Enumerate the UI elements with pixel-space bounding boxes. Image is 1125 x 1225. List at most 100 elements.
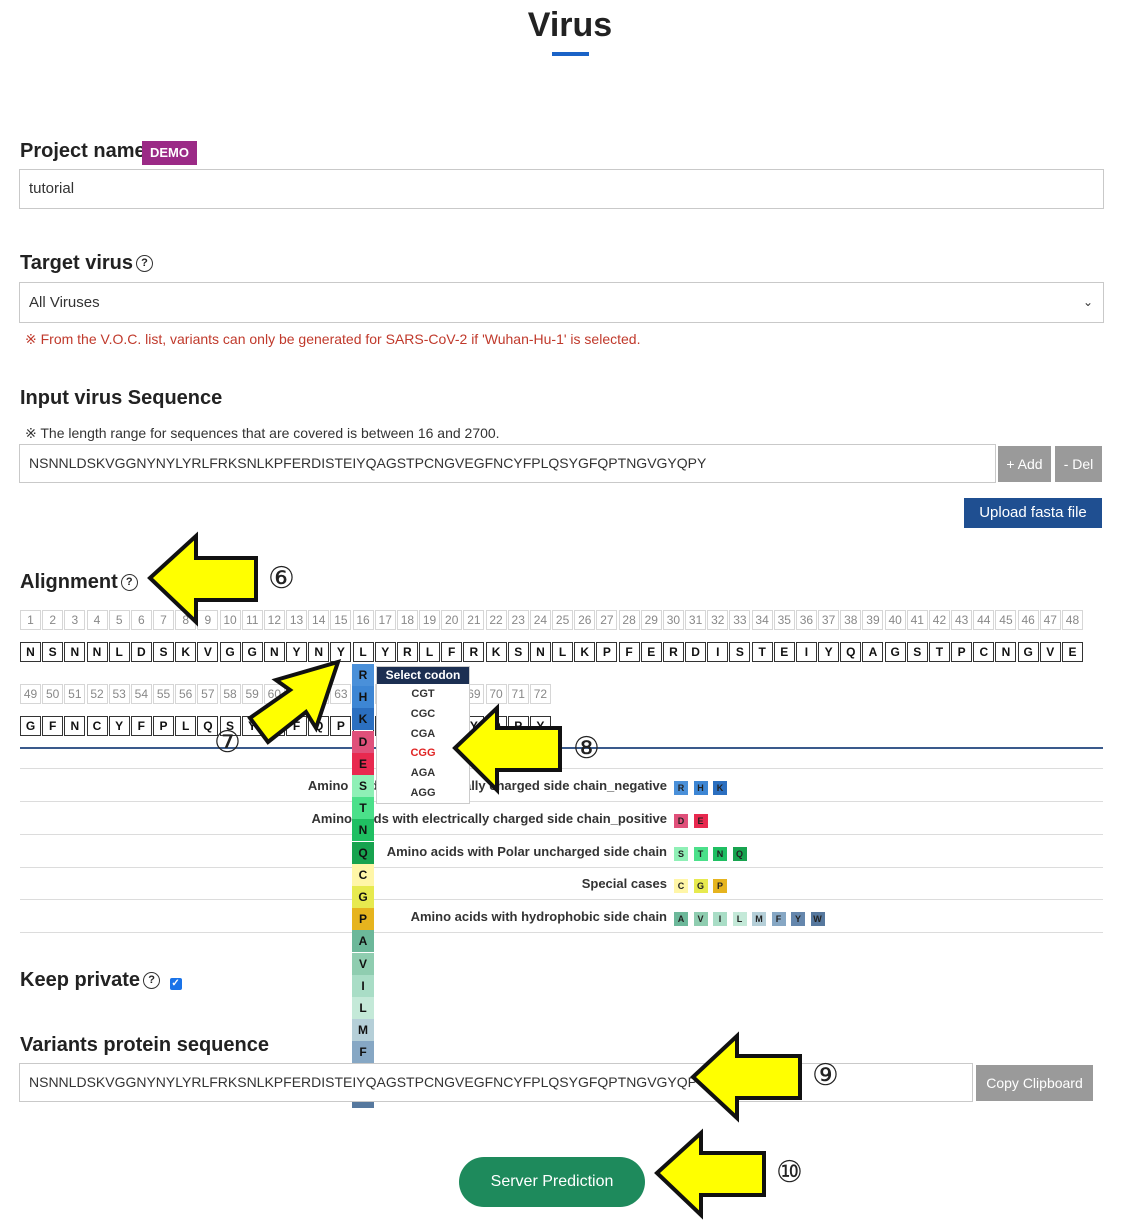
residue-cell[interactable]: Q [197,716,219,736]
residue-cell[interactable]: Y [330,642,352,662]
residue-cell[interactable]: F [618,642,640,662]
variants-sequence-field[interactable]: NSNNLDSKVGGNYNYLYRLFRKSNLKPFERDISTEIYQAG… [19,1063,973,1102]
codon-option[interactable]: CGA [410,727,436,740]
residue-cell[interactable]: S [906,642,928,662]
residue-cell[interactable]: C [973,642,995,662]
residue-cell[interactable]: A [862,642,884,662]
help-icon[interactable]: ? [143,972,161,989]
position-number: 7 [153,610,175,630]
residue-cell[interactable]: S [219,716,241,736]
residue-cell[interactable]: D [685,642,707,662]
residue-cell[interactable]: E [1061,642,1083,662]
project-name-input[interactable]: tutorial [19,169,1104,209]
residue-cell[interactable]: F [42,716,64,736]
amino-acid-option[interactable]: T [352,797,374,820]
amino-acid-option[interactable]: Q [352,841,374,864]
codon-option[interactable]: CGC [410,707,436,720]
residue-cell[interactable]: D [130,642,152,662]
residue-cell[interactable]: K [485,642,507,662]
legend-chip: G [693,879,708,893]
target-virus-select[interactable]: All Viruses ⌄ [19,282,1104,323]
residue-cell[interactable]: P [330,716,352,736]
residue-cell[interactable]: G [20,716,41,736]
amino-acid-option[interactable]: R [352,664,374,686]
del-button[interactable]: - Del [1055,446,1102,482]
residue-cell[interactable]: N [263,642,285,662]
residue-cell[interactable]: S [42,642,64,662]
residue-cell[interactable]: N [64,716,86,736]
residue-cell[interactable]: N [86,642,108,662]
codon-option[interactable]: AGG [410,787,436,799]
residue-cell[interactable]: P [153,716,175,736]
residue-cell[interactable]: L [419,642,441,662]
amino-acid-option[interactable]: L [352,997,374,1019]
help-icon[interactable]: ? [120,574,138,591]
amino-acid-option[interactable]: V [352,952,374,975]
residue-cell[interactable]: Y [818,642,840,662]
residue-cell[interactable]: L [108,642,130,662]
residue-cell[interactable]: P [951,642,973,662]
residue-cell[interactable]: V [197,642,219,662]
residue-cell[interactable]: Y [374,642,396,662]
amino-acid-option[interactable]: G [352,886,374,908]
amino-acid-option[interactable]: A [352,930,374,953]
amino-acid-option[interactable]: I [352,974,374,997]
residue-cell[interactable]: C [86,716,108,736]
residue-cell[interactable]: N [308,642,330,662]
residue-cell[interactable]: K [175,642,197,662]
residue-cell[interactable]: F [130,716,152,736]
codon-option[interactable]: CGG [410,747,436,760]
residue-cell[interactable]: G [884,642,906,662]
residue-cell[interactable]: R [662,642,684,662]
residue-cell[interactable]: N [529,642,551,662]
input-sequence-field[interactable]: NSNNLDSKVGGNYNYLYRLFRKSNLKPFERDISTEIYQAG… [19,444,996,483]
residue-cell[interactable]: E [640,642,662,662]
residue-cell[interactable]: P [596,642,618,662]
residue-cell[interactable]: I [707,642,729,662]
residue-cell[interactable]: G [219,642,241,662]
residue-cell[interactable]: N [64,642,86,662]
residue-cell[interactable]: N [20,642,41,662]
amino-acid-option[interactable]: K [352,708,374,731]
amino-acid-option[interactable]: C [352,863,374,886]
upload-fasta-button[interactable]: Upload fasta file [964,498,1102,528]
help-icon[interactable]: ? [136,255,153,272]
residue-cell[interactable]: V [1039,642,1061,662]
amino-acid-option[interactable]: D [352,730,374,753]
residue-cell[interactable]: T [928,642,950,662]
residue-cell[interactable]: K [574,642,596,662]
add-button[interactable]: + Add [998,446,1051,482]
residue-cell[interactable]: G [1017,642,1039,662]
residue-cell[interactable]: F [441,642,463,662]
residue-cell[interactable]: Y [286,642,308,662]
codon-option[interactable]: CGT [411,688,435,700]
keep-private-checkbox[interactable]: ✓ [169,978,182,990]
residue-cell[interactable]: T [751,642,773,662]
position-number: 47 [1039,610,1061,630]
amino-acid-option[interactable]: N [352,819,374,842]
amino-acid-option[interactable]: F [352,1041,374,1064]
copy-clipboard-button[interactable]: Copy Clipboard [976,1065,1093,1101]
residue-cell[interactable]: R [463,642,485,662]
residue-cell[interactable]: I [795,642,817,662]
residue-cell[interactable]: S [153,642,175,662]
residue-cell[interactable]: G [241,642,263,662]
residue-cell[interactable]: Y [108,716,130,736]
residue-cell[interactable]: S [729,642,751,662]
residue-cell[interactable]: E [773,642,795,662]
residue-cell[interactable]: L [552,642,574,662]
amino-acid-option[interactable]: E [352,752,374,775]
residue-cell[interactable]: S [507,642,529,662]
amino-acid-option[interactable]: H [352,686,374,709]
position-number: 18 [396,610,418,630]
residue-cell[interactable]: R [396,642,418,662]
codon-option[interactable]: AGA [410,767,436,780]
amino-acid-option[interactable]: P [352,908,374,931]
amino-acid-option[interactable]: S [352,775,374,797]
residue-cell[interactable]: Q [840,642,862,662]
amino-acid-option[interactable]: M [352,1019,374,1042]
residue-cell[interactable]: L [175,716,197,736]
server-prediction-button[interactable]: Server Prediction [459,1157,645,1207]
residue-cell[interactable]: N [995,642,1017,662]
residue-cell[interactable]: L [352,642,374,662]
